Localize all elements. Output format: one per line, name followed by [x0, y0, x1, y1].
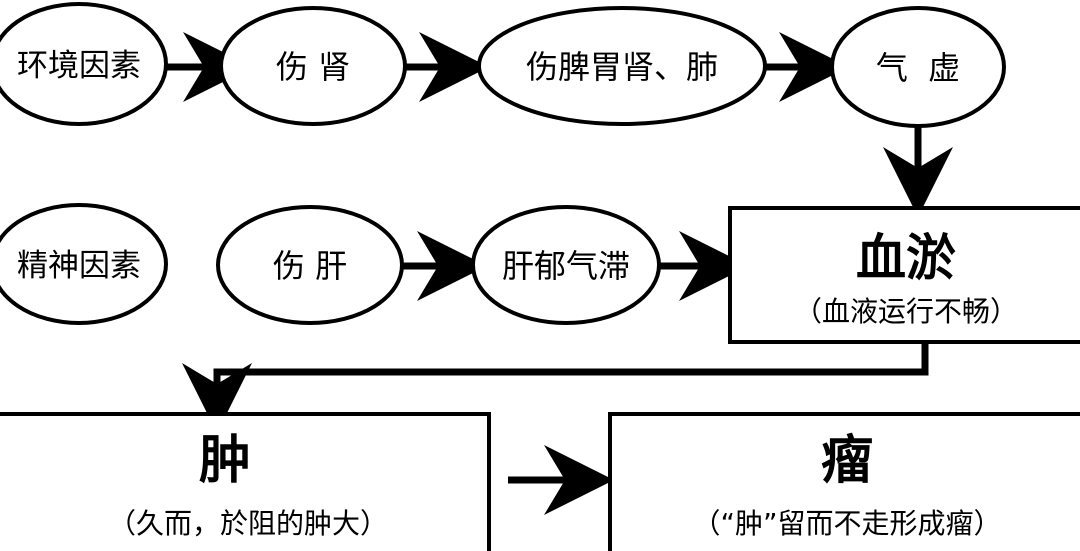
node-hurt-liver: 伤 肝: [216, 205, 404, 325]
node-hurt-organs: 伤脾胃肾、肺: [477, 6, 767, 126]
node-qi-deficiency-label: 气 虚: [876, 49, 960, 87]
node-tumor-title: 瘤: [821, 431, 873, 491]
node-mental-factors-shape: [0, 203, 168, 325]
node-tumor-subtitle: （“肿”留而不走形成瘤）: [692, 507, 1001, 540]
node-blood-stasis-title: 血淤: [856, 229, 956, 287]
node-qi-deficiency-shape: [830, 6, 1006, 128]
node-hurt-kidney-shape: [219, 6, 407, 126]
node-swelling: 肿 （久而，於阻的肿大）: [0, 412, 491, 551]
node-env-factors: 环境因素: [0, 2, 168, 126]
node-mental-factors-label: 精神因素: [17, 248, 141, 284]
node-swelling-title: 肿: [199, 431, 251, 491]
node-blood-stasis-subtitle: （血液运行不畅）: [794, 295, 1018, 328]
node-liver-qi-stagnation-shape: [471, 205, 661, 325]
node-blood-stasis: 血淤 （血液运行不畅）: [728, 206, 1080, 344]
arrow-blood-to-swelling: [182, 342, 929, 433]
node-hurt-organs-label: 伤脾胃肾、肺: [526, 48, 718, 86]
node-swelling-shape: [0, 412, 491, 551]
node-liver-qi-stagnation: 肝郁气滞: [471, 205, 661, 325]
node-liver-qi-stagnation-label: 肝郁气滞: [502, 247, 630, 285]
node-env-factors-shape: [0, 2, 168, 126]
node-env-factors-label: 环境因素: [17, 48, 141, 84]
node-tumor-shape: [608, 412, 1080, 551]
node-hurt-liver-shape: [216, 205, 404, 325]
node-hurt-kidney: 伤 肾: [219, 6, 407, 126]
node-hurt-organs-shape: [477, 6, 767, 126]
node-hurt-liver-label: 伤 肝: [273, 247, 347, 285]
node-blood-stasis-shape: [728, 206, 1080, 344]
node-tumor: 瘤 （“肿”留而不走形成瘤）: [608, 412, 1080, 551]
node-qi-deficiency: 气 虚: [830, 6, 1006, 128]
node-mental-factors: 精神因素: [0, 203, 168, 325]
node-swelling-subtitle: （久而，於阻的肿大）: [108, 507, 388, 540]
node-hurt-kidney-label: 伤 肾: [276, 48, 350, 86]
